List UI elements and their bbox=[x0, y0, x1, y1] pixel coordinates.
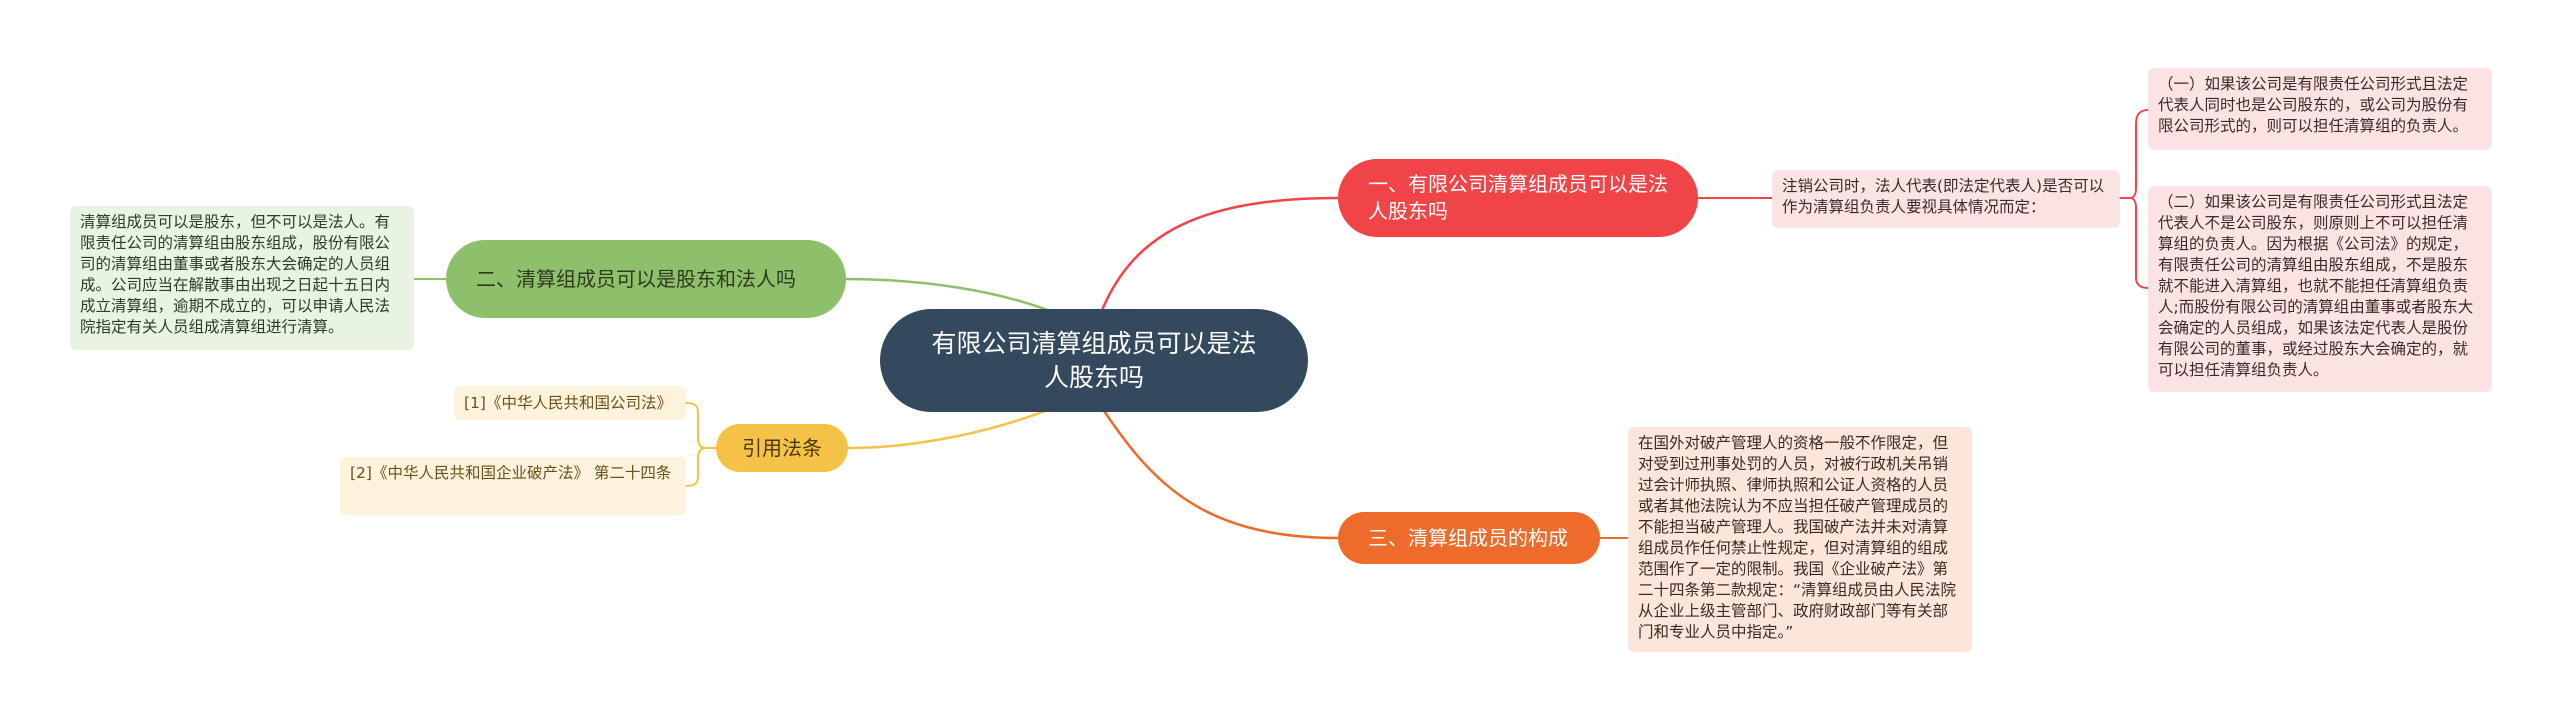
link-root-branch3 bbox=[1098, 404, 1339, 540]
link-branch4-leaves bbox=[685, 402, 716, 487]
link-root-branch2 bbox=[845, 277, 1061, 317]
branch-2-leaf[interactable]: 清算组成员可以是股东，但不可以是法人。有限责任公司的清算组由股东组成，股份有限公… bbox=[70, 206, 414, 350]
link-root-branch4 bbox=[847, 403, 1061, 450]
branch-1-leaf[interactable]: 注销公司时，法人代表(即法定代表人)是否可以作为清算组负责人要视具体情况而定： bbox=[1772, 170, 2120, 228]
branch-1-leaf-text: 注销公司时，法人代表(即法定代表人)是否可以作为清算组负责人要视具体情况而定： bbox=[1782, 177, 2105, 216]
branch-1-sub-leaf-1[interactable]: （一）如果该公司是有限责任公司形式且法定代表人同时也是公司股东的，或公司为股份有… bbox=[2148, 68, 2492, 150]
branch-topic-1[interactable]: 一、有限公司清算组成员可以是法人股东吗 bbox=[1338, 159, 1698, 237]
branch-1-sub-leaf-1-text: （一）如果该公司是有限责任公司形式且法定代表人同时也是公司股东的，或公司为股份有… bbox=[2158, 75, 2469, 135]
branch-topic-3[interactable]: 三、清算组成员的构成 bbox=[1338, 512, 1600, 564]
branch-topic-2-label: 二、清算组成员可以是股东和法人吗 bbox=[476, 266, 796, 291]
branch-4-leaf-1[interactable]: [1]《中华人民共和国公司法》 bbox=[454, 386, 686, 420]
branch-topic-1-label: 一、有限公司清算组成员可以是法人股东吗 bbox=[1368, 172, 1668, 223]
branch-1-sub-leaf-2[interactable]: （二）如果该公司是有限责任公司形式且法定代表人不是公司股东，则原则上不可以担任清… bbox=[2148, 186, 2492, 392]
branch-topic-4[interactable]: 引用法条 bbox=[716, 424, 848, 472]
link-leaf1-sub bbox=[2120, 109, 2149, 289]
branch-4-leaf-2[interactable]: [2]《中华人民共和国企业破产法》 第二十四条 bbox=[340, 457, 686, 515]
branch-topic-4-label: 引用法条 bbox=[742, 435, 822, 460]
branch-4-leaf-2-text: [2]《中华人民共和国企业破产法》 第二十四条 bbox=[350, 464, 672, 482]
branch-2-leaf-text: 清算组成员可以是股东，但不可以是法人。有限责任公司的清算组由股东组成，股份有限公… bbox=[80, 213, 391, 336]
branch-3-leaf-text: 在国外对破产管理人的资格一般不作限定，但对受到过刑事处罚的人员，对被行政机关吊销… bbox=[1638, 434, 1957, 641]
branch-topic-2[interactable]: 二、清算组成员可以是股东和法人吗 bbox=[446, 240, 846, 318]
root-topic[interactable]: 有限公司清算组成员可以是法人股东吗 bbox=[880, 309, 1308, 412]
link-root-branch1 bbox=[1098, 196, 1339, 316]
branch-topic-3-label: 三、清算组成员的构成 bbox=[1368, 525, 1568, 550]
branch-3-leaf[interactable]: 在国外对破产管理人的资格一般不作限定，但对受到过刑事处罚的人员，对被行政机关吊销… bbox=[1628, 427, 1972, 652]
branch-1-sub-leaf-2-text: （二）如果该公司是有限责任公司形式且法定代表人不是公司股东，则原则上不可以担任清… bbox=[2158, 193, 2474, 379]
branch-4-leaf-1-text: [1]《中华人民共和国公司法》 bbox=[464, 393, 672, 412]
root-topic-label: 有限公司清算组成员可以是法人股东吗 bbox=[931, 328, 1257, 392]
